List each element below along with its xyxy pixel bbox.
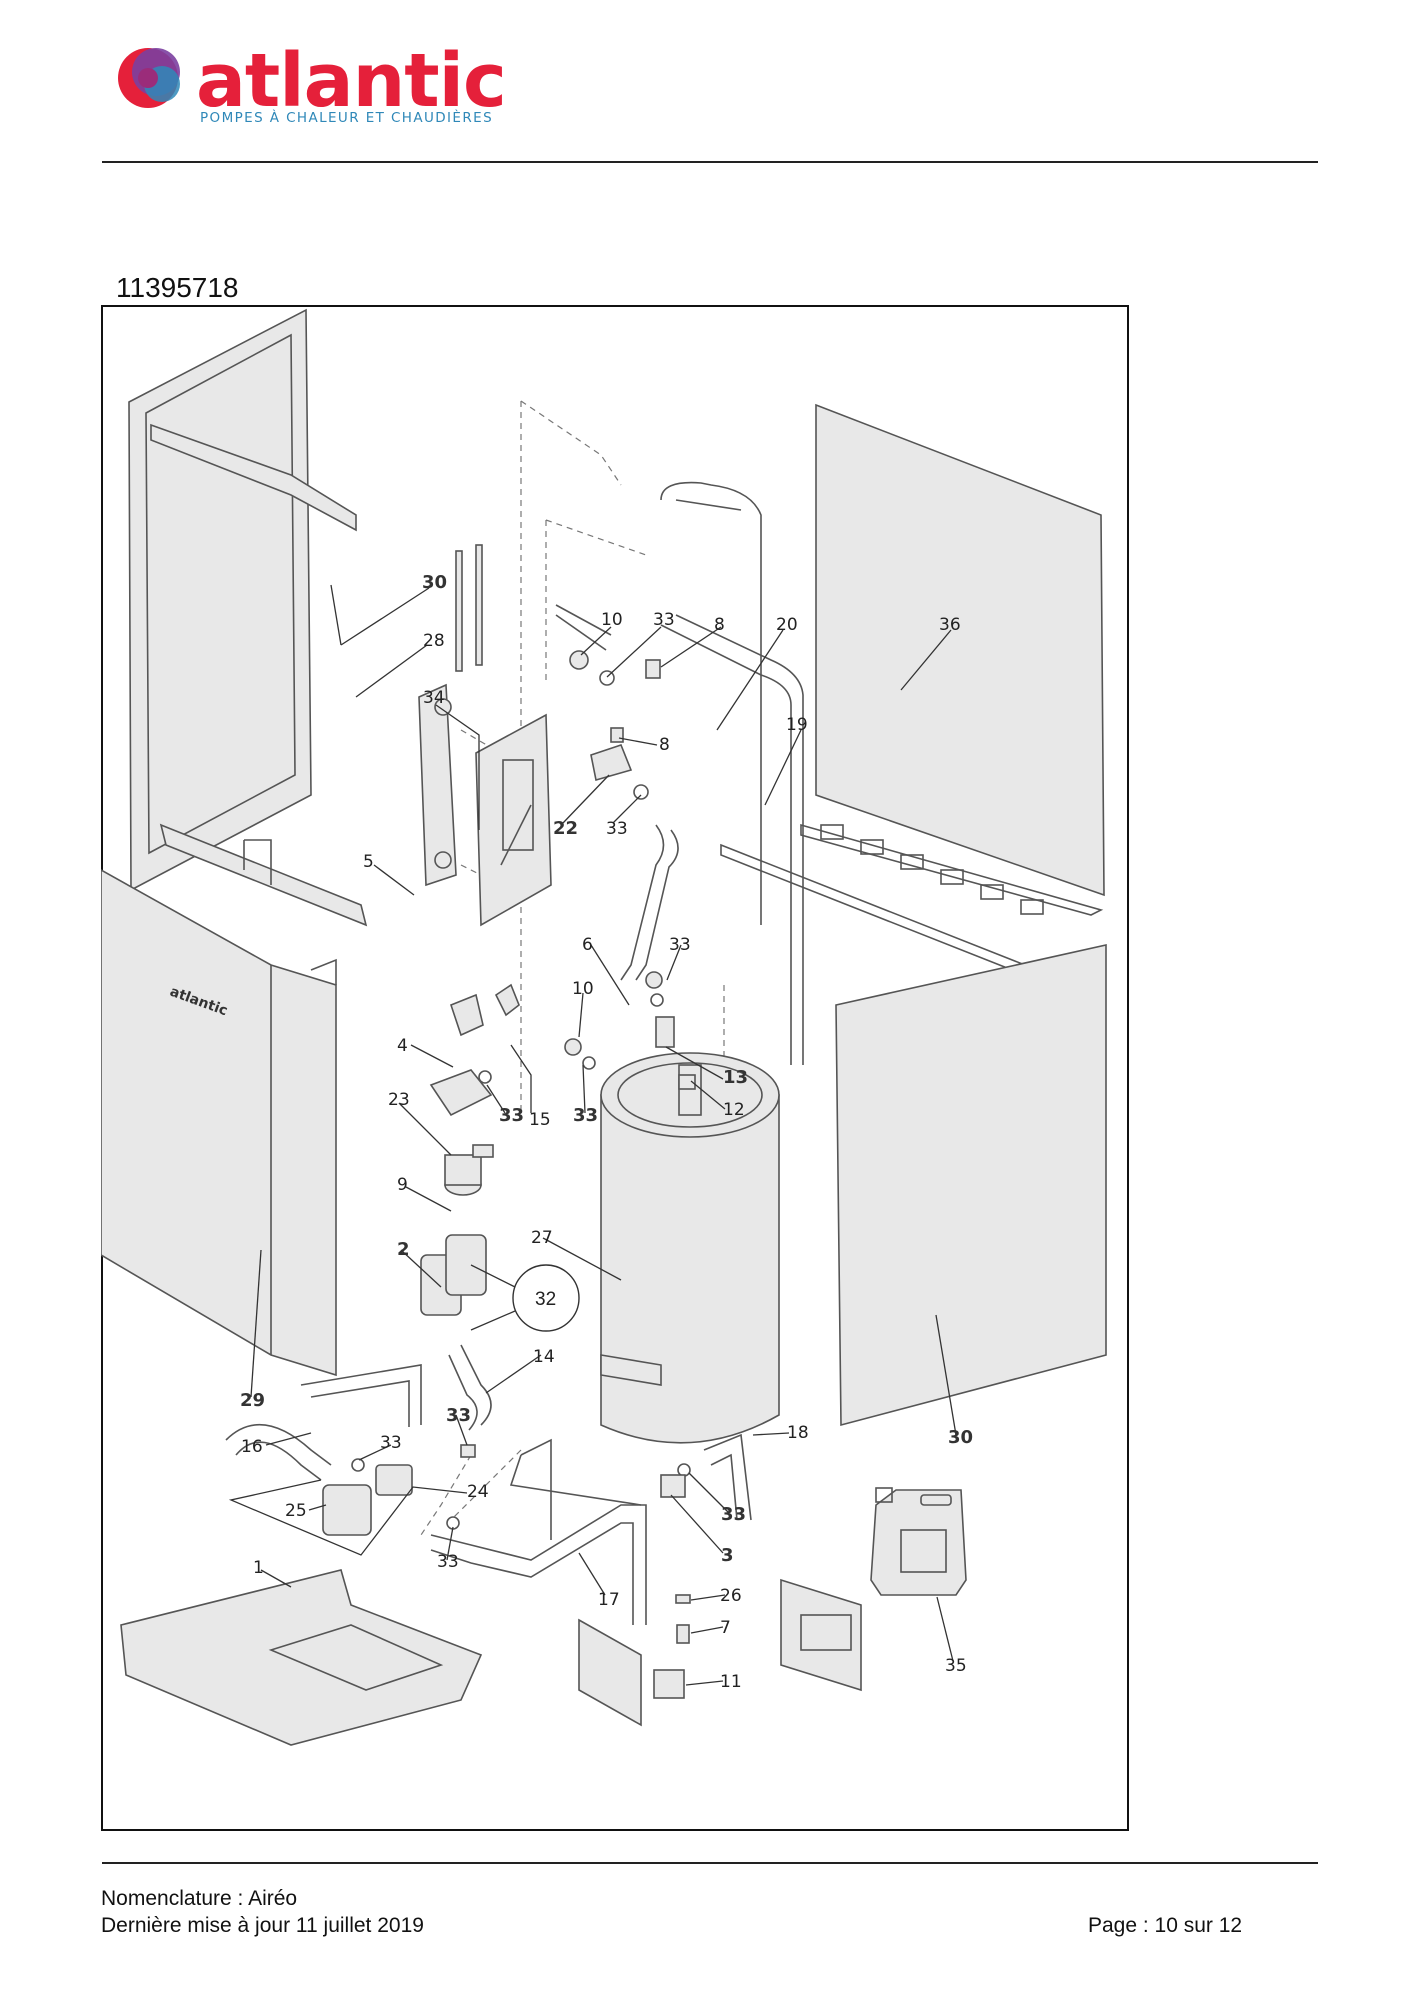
- callout-33i: 33: [721, 1504, 746, 1525]
- callout-28: 28: [423, 631, 445, 651]
- callout-6: 6: [582, 935, 593, 955]
- header-rule: [102, 161, 1318, 163]
- pump-assembly: [420, 983, 520, 1316]
- footer-rule: [102, 1862, 1318, 1864]
- callout-13: 13: [723, 1067, 748, 1088]
- logo-mark-icon: [118, 48, 180, 108]
- callout-11: 11: [720, 1672, 742, 1692]
- callout-32: 32: [535, 1289, 556, 1310]
- brand-logo: atlantic POMPES À CHALEUR ET CHAUDIÈRES: [112, 38, 507, 128]
- callout-8: 8: [714, 615, 725, 635]
- brand-tagline: POMPES À CHALEUR ET CHAUDIÈRES: [200, 110, 494, 126]
- callout-20: 20: [776, 615, 798, 635]
- callout-26: 26: [720, 1586, 742, 1606]
- footer-page-number: Page : 10 sur 12: [1088, 1914, 1243, 1937]
- base-bar: [159, 823, 368, 927]
- callout-27: 27: [531, 1228, 553, 1248]
- callout-33b: 33: [606, 819, 628, 839]
- back-panel-right: [720, 403, 1105, 1007]
- jerrycan: [870, 1487, 967, 1596]
- callout-3: 3: [721, 1545, 734, 1566]
- callout-10b: 10: [572, 979, 594, 999]
- callout-23: 23: [388, 1090, 410, 1110]
- rails: [455, 544, 483, 672]
- callout-9: 9: [397, 1175, 408, 1195]
- callout-30b: 30: [948, 1427, 973, 1448]
- callout-34: 34: [423, 688, 445, 708]
- callout-12: 12: [723, 1100, 745, 1120]
- document-reference: 11395718: [116, 272, 239, 303]
- callout-22: 22: [553, 818, 578, 839]
- callout-30: 30: [422, 572, 447, 593]
- small-parts: [322, 650, 696, 1699]
- callout-4: 4: [397, 1036, 408, 1056]
- callout-5: 5: [363, 852, 374, 872]
- callout-14: 14: [533, 1347, 555, 1367]
- callout-18: 18: [787, 1423, 809, 1443]
- callout-1: 1: [253, 1558, 264, 1578]
- heat-exchanger: [418, 683, 552, 927]
- callout-36: 36: [939, 615, 961, 635]
- callout-33d: 33: [499, 1105, 524, 1126]
- callout-33g: 33: [380, 1433, 402, 1453]
- callout-16: 16: [241, 1437, 263, 1457]
- pipes: [225, 481, 804, 1625]
- callout-33e: 33: [573, 1105, 598, 1126]
- base-tray: [120, 1569, 483, 1746]
- cover-plate: [578, 1618, 642, 1727]
- side-panel-right: [835, 944, 1107, 1427]
- callout-17: 17: [598, 1590, 620, 1610]
- control-box: [780, 1578, 862, 1692]
- side-panel-left: [128, 308, 312, 892]
- exploded-parts-diagram: atlantic: [101, 305, 1129, 1831]
- callout-7: 7: [720, 1618, 731, 1638]
- leader-lines: [228, 584, 957, 1686]
- crossbar: [150, 423, 357, 532]
- callout-24: 24: [467, 1482, 489, 1502]
- callout-33: 33: [653, 610, 675, 630]
- callout-33f: 33: [446, 1405, 471, 1426]
- callout-15: 15: [529, 1110, 551, 1130]
- callout-33c: 33: [669, 935, 691, 955]
- brand-name: atlantic: [196, 38, 507, 124]
- footer-updated: Dernière mise à jour 11 juillet 2019: [101, 1914, 424, 1937]
- callout-circle: [512, 1264, 580, 1332]
- callout-10: 10: [601, 610, 623, 630]
- callout-labels: 30 28 34 10 33 8 20 36 19 8 22 33 5 6 33…: [240, 572, 973, 1692]
- footer-nomenclature: Nomenclature : Airéo: [101, 1887, 298, 1910]
- callout-29: 29: [240, 1390, 265, 1411]
- callout-2: 2: [397, 1239, 410, 1260]
- hot-water-tank: [600, 1052, 780, 1444]
- callout-33h: 33: [437, 1552, 459, 1572]
- callout-25: 25: [285, 1501, 307, 1521]
- callout-8b: 8: [659, 735, 670, 755]
- front-panel: [101, 869, 337, 1377]
- callout-19: 19: [786, 715, 808, 735]
- callout-35: 35: [945, 1656, 967, 1676]
